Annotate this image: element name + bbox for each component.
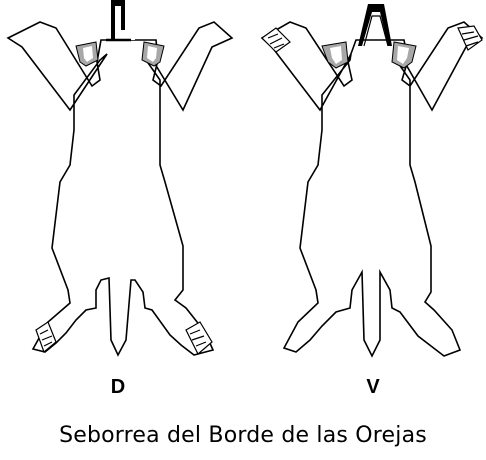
ventral-view-label: V bbox=[366, 376, 380, 398]
dorsal-tuft-bar bbox=[119, 30, 135, 40]
dorsal-right-ear bbox=[141, 41, 165, 67]
ventral-head-tuft bbox=[358, 4, 392, 46]
figure-caption: Seborrea del Borde de las Orejas bbox=[59, 423, 427, 448]
ventral-left-front-paw bbox=[261, 27, 291, 53]
ventral-body-outline bbox=[260, 21, 484, 358]
dorsal-body-outline bbox=[6, 21, 234, 357]
dorsal-view bbox=[6, 0, 234, 357]
dorsal-view-label: D bbox=[110, 376, 126, 398]
ventral-view bbox=[260, 4, 484, 358]
ventral-left-ear bbox=[321, 41, 349, 69]
dorsal-left-hind-paw bbox=[35, 321, 57, 354]
dorsal-right-hind-paw bbox=[185, 321, 213, 355]
ventral-tuft-inner bbox=[363, 15, 389, 47]
dorsal-left-ear bbox=[75, 41, 99, 67]
ventral-right-ear bbox=[391, 41, 417, 69]
ventral-right-front-paw bbox=[457, 25, 483, 51]
